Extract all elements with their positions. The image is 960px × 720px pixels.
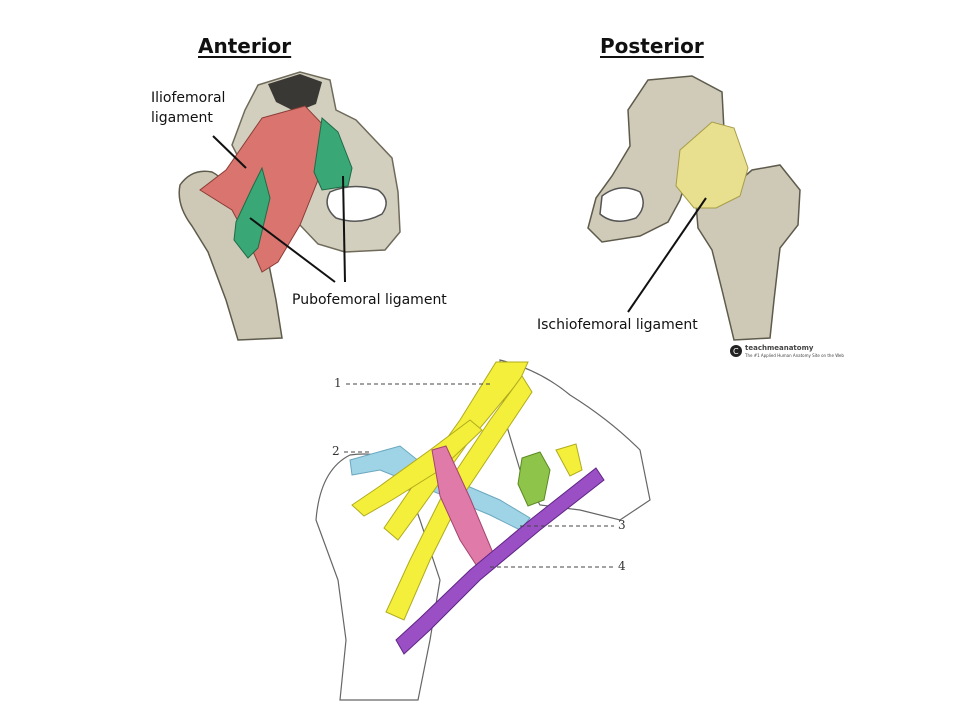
watermark-tagline: The #1 Applied Human Anatomy Site on the… (745, 353, 844, 358)
anterior-obturator-foramen (326, 185, 387, 222)
anterior-heading: Anterior (198, 34, 292, 58)
iliofemoral-pointer (212, 135, 247, 169)
bottom-green-structure (517, 451, 551, 507)
ischiofemoral-label: Ischiofemoral ligament (537, 317, 698, 333)
pubofemoral-pointer-2 (342, 175, 346, 283)
posterior-heading: Posterior (600, 34, 704, 58)
teachmeanatomy-logo-glyph: C (733, 347, 739, 356)
iliofemoral-label-line2: ligament (151, 110, 213, 126)
watermark-brand: teachmeanatomy (745, 344, 814, 352)
bottom-yellow-band-3 (351, 419, 483, 517)
bottom-number-3: 3 (618, 518, 626, 532)
posterior-foramen (599, 187, 644, 222)
ischiofemoral-ligament (675, 121, 749, 209)
iliofemoral-label-line1: Iliofemoral (151, 90, 226, 106)
pubofemoral-ligament-lateral (233, 166, 271, 259)
anterior-pelvis-shadow (268, 74, 322, 112)
bottom-number-4: 4 (618, 559, 626, 573)
pubofemoral-pointer-1 (249, 217, 336, 283)
posterior-femur (695, 164, 801, 341)
bottom-yellow-band-4 (555, 443, 583, 477)
bottom-purple-structure (395, 467, 605, 655)
pubofemoral-ligament-medial (313, 117, 353, 191)
pubofemoral-label: Pubofemoral ligament (292, 292, 447, 308)
bottom-number-2: 2 (332, 444, 340, 458)
teachmeanatomy-logo (730, 345, 742, 357)
bottom-number-1: 1 (334, 376, 342, 390)
ischiofemoral-pointer (627, 197, 707, 313)
